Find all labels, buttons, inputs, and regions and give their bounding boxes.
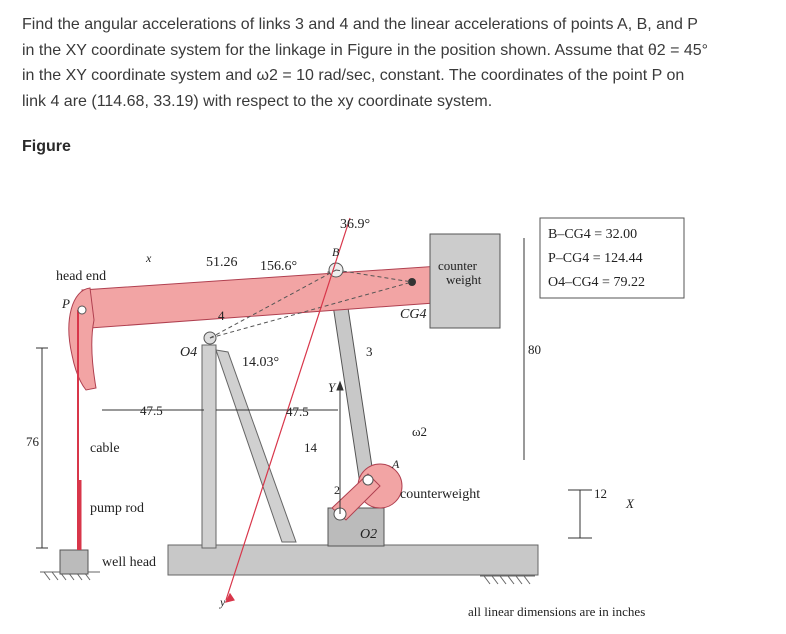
figure-heading: Figure [22,138,71,155]
label-link-4: 4 [218,308,225,323]
ground-hatch-right [480,575,535,585]
problem-line: in the XY coordinate system for the link… [22,41,709,59]
label-weight: weight [446,272,482,287]
label-x-upper: X [625,496,635,511]
dimension-lines [36,238,592,549]
xy-rotated-axis [224,217,351,603]
label-well-head: well head [102,555,156,570]
label-y-lower: y [219,595,226,609]
label-link-3: 3 [366,344,373,359]
label-cable: cable [90,441,120,456]
label-omega-2: ω2 [412,424,427,439]
label-b: B [332,245,340,259]
dimensions-box [539,217,685,299]
point-p-marker [77,305,87,315]
ground-base [167,544,539,576]
label-156-6: 156.6° [260,259,297,274]
label-14: 14 [304,440,318,455]
xy-axes [336,380,344,514]
label-a: A [391,457,400,471]
label-link-2: 2 [334,483,340,497]
problem-statement: Find the angular accelerations of links … [22,12,772,114]
construction-lines [209,269,413,339]
label-head-end: head end [56,269,106,284]
pumpjack-linkage-figure: head end P x 51.26 156.6° 36.9° B counte… [20,170,686,630]
label-y-upper: Y [328,380,337,395]
label-x-lower: x [145,251,152,265]
problem-line: link 4 are (114.68, 33.19) with respect … [22,92,493,110]
samson-brace [215,349,297,543]
counter-weight-box [429,233,501,329]
well-head-block [59,549,89,575]
label-dims-3: O4–CG4 = 79.22 [548,275,645,290]
label-footnote: all linear dimensions are in inches [468,604,645,619]
label-o4: O4 [180,345,197,360]
label-80: 80 [528,342,541,357]
label-36-9: 36.9° [340,217,370,232]
label-dims-1: B–CG4 = 32.00 [548,227,637,242]
label-pump-rod: pump rod [90,501,144,516]
label-76: 76 [26,434,40,449]
horse-head [68,287,97,391]
problem-line: in the XY coordinate system and ω2 = 10 … [22,67,685,84]
cg4-marker [408,278,416,286]
label-counter: counter [438,258,478,273]
label-counterweight: counterweight [400,487,480,502]
label-14-03: 14.03° [242,355,279,370]
a-pivot [362,474,374,486]
label-cg4: CG4 [400,307,426,322]
label-51-26: 51.26 [206,255,238,270]
samson-post [201,344,217,549]
label-12: 12 [594,486,607,501]
label-47-5-left: 47.5 [140,403,163,418]
label-p: P [61,296,70,311]
problem-line: Find the angular accelerations of links … [22,16,698,33]
label-dims-2: P–CG4 = 124.44 [548,251,643,266]
label-47-5-right: 47.5 [286,404,309,419]
label-o2: O2 [360,527,377,542]
